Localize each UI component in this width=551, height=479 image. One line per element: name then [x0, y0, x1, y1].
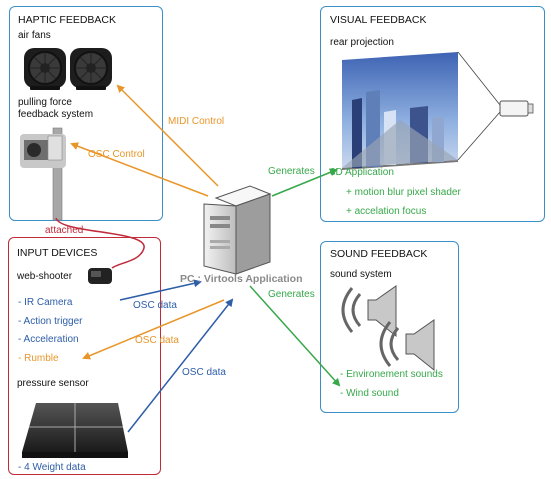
- pulling-force-label-2: feedback system: [18, 109, 94, 120]
- pulling-force-label: pulling force: [18, 97, 72, 108]
- air-fan-icon: [70, 48, 112, 90]
- rear-projection-screen-icon: [342, 51, 501, 170]
- haptic-feedback-box: [9, 6, 163, 221]
- generates-sound-arrow: [249, 285, 341, 387]
- web-shooter-icon: [88, 268, 112, 284]
- sound-item: - Wind sound: [340, 388, 399, 399]
- osc-data-label-3: OSC data: [182, 367, 226, 378]
- input-item-action-trigger: - Action trigger: [18, 316, 83, 327]
- visual-item: + motion blur pixel shader: [346, 187, 461, 198]
- midi-control-arrow: [116, 84, 219, 187]
- osc-control-arrow: [70, 142, 209, 197]
- osc-control-label: OSC Control: [88, 149, 145, 160]
- osc-data-label-1: OSC data: [133, 300, 177, 311]
- speaker-icon: [341, 285, 397, 338]
- projector-icon: [499, 100, 534, 117]
- rear-projection-label: rear projection: [330, 37, 394, 48]
- pc-tower-icon: [203, 185, 272, 275]
- generates-sound-label: Generates: [268, 289, 315, 300]
- osc-data-arrow-pressure: [127, 298, 234, 433]
- 3d-application-label: 3D Application: [330, 167, 394, 178]
- generates-visual-label: Generates: [268, 166, 315, 177]
- osc-data-arrow-rumble: [82, 299, 225, 360]
- pressure-sensor-pad-icon: [22, 403, 128, 458]
- sound-item: - Environement sounds: [340, 369, 443, 380]
- input-item-rumble: - Rumble: [18, 353, 59, 364]
- sound-system-label: sound system: [330, 269, 392, 280]
- input-item-acceleration: - Acceleration: [18, 334, 79, 345]
- visual-item: + accelation focus: [346, 206, 427, 217]
- weight-data-label: - 4 Weight data: [18, 462, 86, 473]
- air-fan-icon: [24, 48, 66, 90]
- pulling-force-device-icon: [20, 127, 66, 221]
- osc-data-label-2: OSC data: [135, 335, 179, 346]
- attached-label: attached: [45, 225, 84, 236]
- sound-feedback-title: SOUND FEEDBACK: [330, 248, 428, 260]
- speaker-icon: [379, 319, 435, 372]
- generates-visual-arrow: [271, 168, 338, 197]
- haptic-feedback-title: HAPTIC FEEDBACK: [18, 14, 117, 26]
- web-shooter-label: web-shooter: [17, 271, 73, 282]
- midi-control-label: MIDI Control: [168, 116, 225, 127]
- air-fans-label: air fans: [18, 30, 51, 41]
- pressure-sensor-label: pressure sensor: [17, 378, 89, 389]
- osc-data-arrow-ir: [119, 279, 202, 301]
- attached-cable: [55, 217, 145, 269]
- visual-feedback-title: VISUAL FEEDBACK: [330, 14, 427, 26]
- pc-label: PC : Virtools Application: [180, 273, 303, 285]
- input-item-ir-camera: - IR Camera: [18, 297, 73, 308]
- input-devices-title: INPUT DEVICES: [17, 247, 98, 259]
